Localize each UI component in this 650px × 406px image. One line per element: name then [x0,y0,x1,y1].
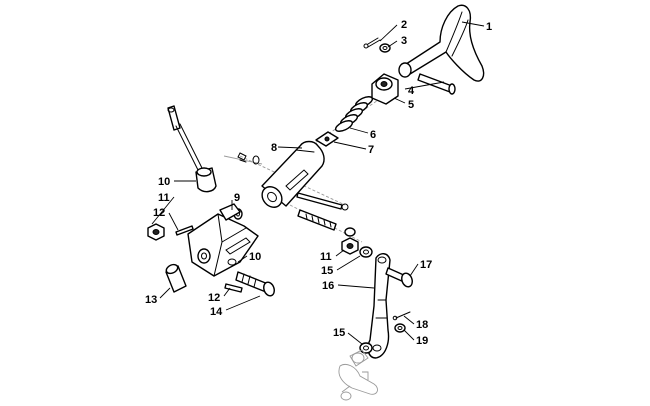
callout-5: 5 [408,99,414,111]
callout-1: 1 [486,21,492,33]
sleeve-part [165,263,187,293]
callout-19: 19 [416,335,428,347]
callout-11-right: 11 [320,251,332,263]
nut-part-left [147,223,165,241]
main-housing-part [261,140,325,208]
callout-17: 17 [420,259,432,271]
bolt-part-17 [385,267,413,288]
callout-10-upper: 10 [158,176,170,188]
bolt-part-14 [235,271,275,297]
nut-part-right [341,237,359,255]
callout-15-upper: 15 [321,265,333,277]
pivot-bushing-part [371,73,399,105]
pedal-lever-part [398,4,485,82]
leader-lines [151,21,485,345]
coil-spring-part [334,96,374,132]
callout-12-lower: 12 [208,292,220,304]
lower-bracket-part [187,203,259,277]
callout-7: 7 [368,144,374,156]
callout-15-lower: 15 [333,327,345,339]
callout-18: 18 [416,319,428,331]
callout-3: 3 [401,35,407,47]
pin-part-left [175,225,194,236]
reference-linkage-ghost [338,349,378,401]
callout-2: 2 [401,19,407,31]
callout-6: 6 [370,129,376,141]
callout-8: 8 [271,142,277,154]
pin-part-18 [392,311,411,321]
callout-9: 9 [234,192,240,204]
cotter-pin-part [363,37,381,49]
callout-labels: 1 2 3 4 5 6 7 8 9 10 10 11 11 12 12 13 1… [145,19,492,347]
washer-part-15-upper [359,246,373,258]
washer-part-15-lower [359,342,373,354]
adjuster-rod-part [167,105,217,193]
housing-hardware [223,152,356,237]
callout-13: 13 [145,294,157,306]
callout-4: 4 [408,85,415,97]
mounting-plate-part [315,131,339,147]
callout-14: 14 [210,306,223,318]
callout-16: 16 [322,280,334,292]
washer-part-19 [394,323,406,333]
callout-11-left: 11 [158,192,170,204]
callout-12-left: 12 [153,207,165,219]
pivot-bolt-part [417,73,456,95]
pin-part-lower [224,283,243,293]
washer-part-3 [379,43,391,53]
linkage-arm-part [367,253,391,359]
callout-10-lower: 10 [249,251,261,263]
